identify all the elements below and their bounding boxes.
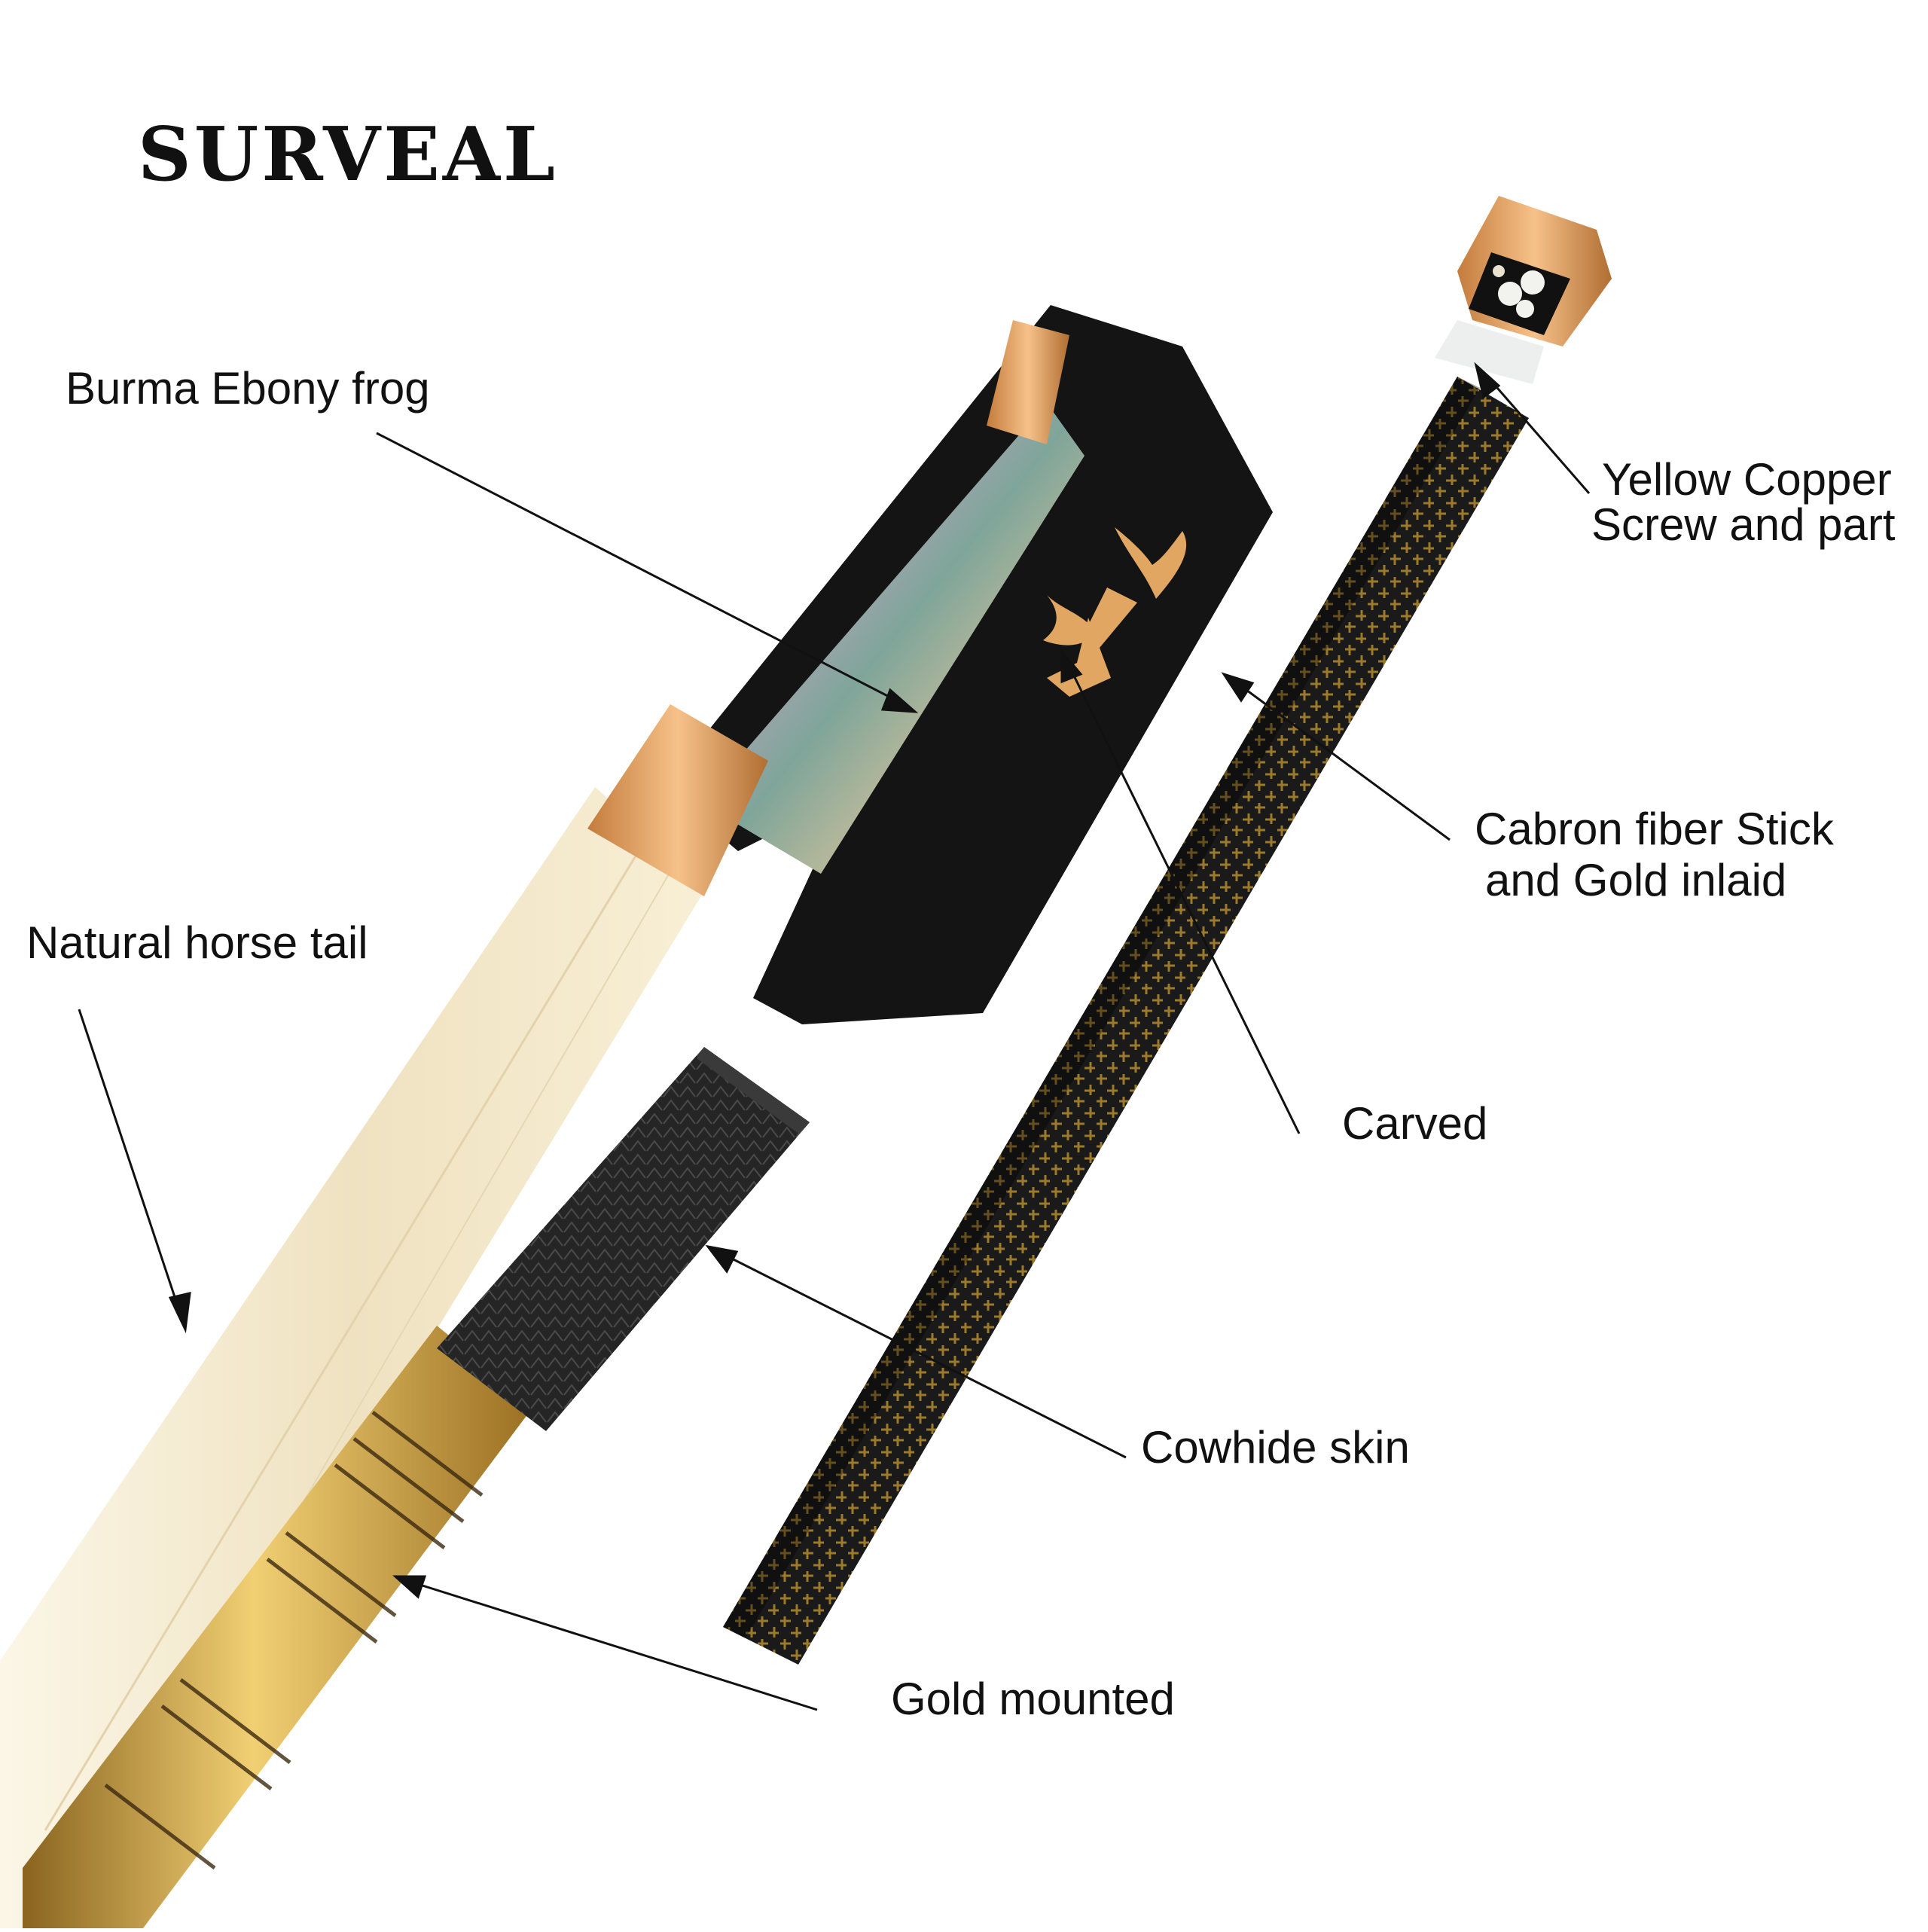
leader-screw — [1486, 376, 1591, 494]
ebony-frog — [587, 305, 1273, 1024]
leader-lines — [78, 362, 1591, 1711]
leader-stick — [1234, 680, 1451, 841]
leader-frog — [376, 432, 905, 706]
leader-carved — [1068, 666, 1301, 1134]
fleur-de-lis-inlay — [1043, 527, 1187, 697]
arrowhead-grip — [705, 1244, 739, 1274]
copper-screw-button — [1435, 196, 1612, 384]
eye-dot-1 — [1498, 282, 1522, 306]
leader-grip — [722, 1253, 1127, 1459]
gold-winding — [23, 1326, 535, 1928]
leader-hair — [78, 1009, 181, 1311]
label-cowhide-skin: Cowhide skin — [1141, 1422, 1410, 1473]
arrowhead-stick — [1221, 672, 1255, 703]
arrowhead-frog — [880, 688, 919, 713]
frog-copper-cap-top — [987, 320, 1069, 444]
label-yellow-copper-line1: Yellow Copper — [1602, 454, 1892, 505]
cowhide-grip — [437, 1047, 810, 1431]
label-carbon-stick-line1: Cabron fiber Stick — [1475, 804, 1834, 854]
label-natural-horse-tail: Natural horse tail — [26, 917, 368, 968]
label-burma-ebony-frog: Burma Ebony frog — [66, 363, 430, 414]
label-gold-mounted: Gold mounted — [891, 1674, 1175, 1724]
label-carved: Carved — [1342, 1098, 1488, 1149]
label-yellow-copper-line2: Screw and part — [1591, 499, 1896, 550]
eye-dot-3 — [1516, 300, 1534, 318]
frog-copper-ferrule — [587, 704, 768, 896]
carbon-fiber-stick — [723, 377, 1529, 1665]
arrowhead-winding — [392, 1575, 427, 1599]
eye-dot-4 — [1493, 265, 1505, 277]
arrowhead-screw — [1474, 362, 1501, 399]
arrowhead-hair — [168, 1292, 191, 1334]
arrowhead-carved — [1060, 648, 1083, 684]
leader-winding — [410, 1580, 818, 1711]
brand-logo: SURVEAL — [138, 111, 558, 198]
eye-dot-2 — [1521, 270, 1545, 295]
label-carbon-stick-line2: and Gold inlaid — [1485, 855, 1787, 905]
